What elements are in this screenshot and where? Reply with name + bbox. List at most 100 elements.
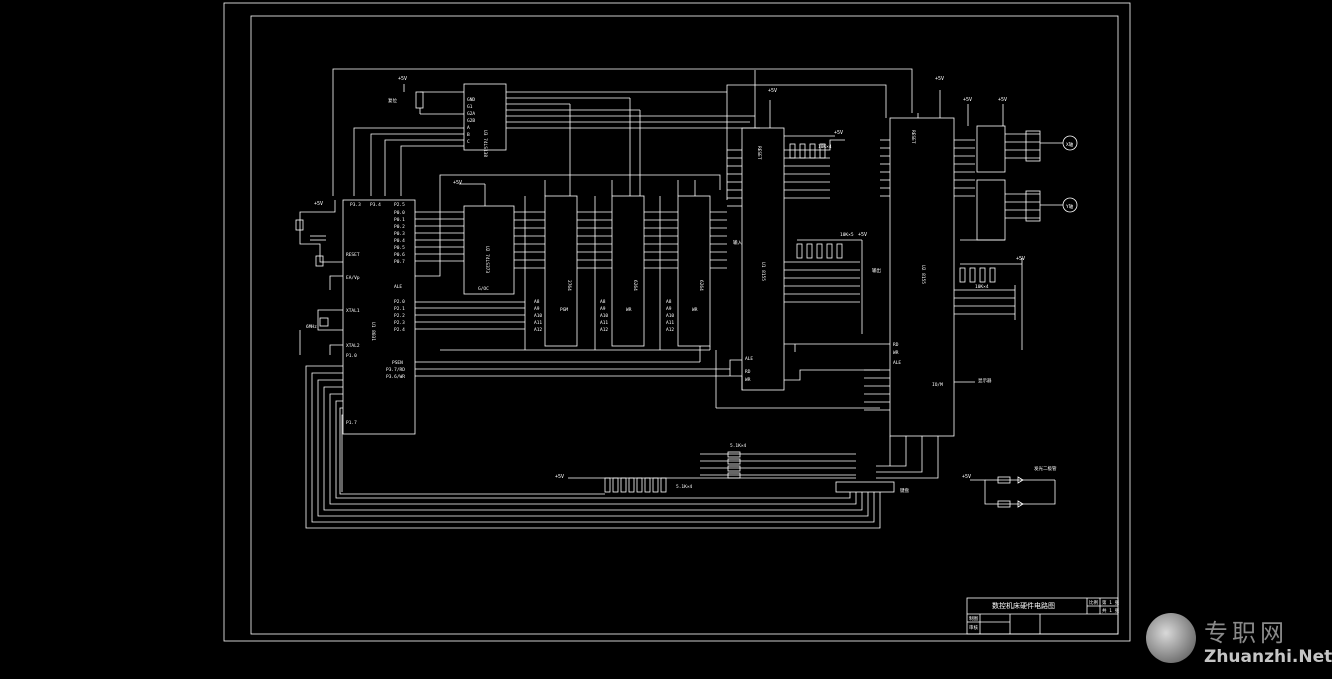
vcc-label-10: +5V [314, 201, 323, 207]
vcc-label-9: +5V [1016, 256, 1025, 262]
rom-2764 [544, 195, 578, 347]
cpu-pin-p05: P0.5 [394, 245, 405, 251]
mem2-pin-a10: A10 [600, 313, 608, 319]
mem1-pin-a10: A10 [534, 313, 542, 319]
mem1-pin-a8: A8 [534, 299, 540, 305]
pio2-pin-wr: WR [893, 350, 899, 356]
vcc-label-8: +5V [962, 474, 971, 480]
watermark-en: Zhuanzhi.Net [1204, 647, 1332, 667]
cpu-pin-wr: P3.6/WR [386, 374, 405, 380]
res-pack-label-4: 5.1K×4 [730, 443, 747, 449]
cpu-pin-psen: PSEN [392, 360, 403, 366]
cpu-pin-p20: P2.0 [394, 299, 405, 305]
input-label: 输入 [733, 239, 742, 246]
decoder-pin-g2b: G2B [467, 118, 475, 124]
mem1-pin-a12: A12 [534, 327, 542, 333]
vcc-label-3: +5V [935, 76, 944, 82]
title-block-scale: 比例 [1089, 599, 1098, 606]
output-label: 输出 [872, 267, 881, 274]
cpu-top-p34: P3.4 [370, 202, 381, 208]
motor-y-label: Y轴 [1066, 203, 1074, 210]
latch-chip [463, 205, 515, 295]
mem3-pin-a11: A11 [666, 320, 674, 326]
vcc-label-1: +5V [398, 76, 407, 82]
mem1-pin-a9: A9 [534, 306, 540, 312]
cpu-pin-p23: P2.3 [394, 320, 405, 326]
res-pack-label-2: 10K×4 [818, 144, 832, 150]
driver-x [976, 125, 1006, 173]
mem3-name: 6264 [698, 280, 704, 291]
display-label: 显示器 [978, 378, 992, 384]
pio2-pin-rd: RD [893, 342, 899, 348]
mem2-pin-a12: A12 [600, 327, 608, 333]
mem2-pin-a9: A9 [600, 306, 606, 312]
inner-border [250, 15, 1119, 635]
pio2-pin-reset: RESET [910, 130, 916, 144]
res-pack-label-1: 10K×5 [840, 232, 854, 238]
res-pack-label-3: 10K×4 [975, 284, 989, 290]
vcc-label-11: +5V [834, 130, 843, 136]
driver-y [976, 179, 1006, 241]
cpu-pin-p02: P0.2 [394, 224, 405, 230]
mem3-pin-wr: WR [692, 307, 698, 313]
cpu-pin-p22: P2.2 [394, 313, 405, 319]
pio1-name: U1 8155 [760, 262, 766, 281]
res-pack-label-5: 5.1K×4 [676, 484, 693, 490]
watermark: 专职网 Zhuanzhi.Net [1146, 607, 1332, 673]
cpu-name: U1 8031 [370, 322, 376, 341]
title-block-drawn: 制图 [969, 615, 978, 622]
decoder-pin-b: B [467, 132, 470, 138]
cpu-chip [342, 199, 416, 435]
cpu-top-p25: P2.5 [394, 202, 405, 208]
pio1-pin-wr: WR [745, 377, 751, 383]
vcc-label-6: +5V [453, 180, 462, 186]
mem3-pin-a8: A8 [666, 299, 672, 305]
mem3-pin-a9: A9 [666, 306, 672, 312]
title-block-count: 共 1 张 [1102, 607, 1120, 614]
pio1-pin-ale: ALE [745, 356, 753, 362]
mem2-pin-wr: WR [626, 307, 632, 313]
decoder-pin-g2a: G2A [467, 111, 475, 117]
cpu-pin-xtal2: XTAL2 [346, 343, 360, 349]
cpu-pin-p17: P1.7 [346, 420, 357, 426]
cpu-pin-p06: P0.6 [394, 252, 405, 258]
watermark-cn: 专职网 [1204, 619, 1288, 647]
keyboard-label: 键盘 [900, 487, 909, 494]
cpu-pin-reset: RESET [346, 252, 360, 258]
title-block-check: 审核 [969, 624, 978, 631]
title-block-sheet: 第 1 张 [1102, 599, 1120, 606]
pio2-name: U2 8155 [920, 265, 926, 284]
cpu-pin-p04: P0.4 [394, 238, 405, 244]
vcc-label-5: +5V [998, 97, 1007, 103]
decoder-pin-a: A [467, 125, 470, 131]
keypad-connector [835, 481, 895, 493]
title-block [966, 597, 1119, 635]
decoder-pin-c: C [467, 139, 470, 145]
cpu-pin-rd: P3.7/RD [386, 367, 405, 373]
latch-label: G/OC [478, 286, 489, 292]
outer-border [223, 2, 1131, 642]
crystal-label: 6MHz [306, 324, 317, 330]
pio2-pin-iom: IO/M [932, 382, 943, 388]
decoder-pin-g1: G1 [467, 104, 473, 110]
pio1-pin-rd: RD [745, 369, 751, 375]
cpu-pin-p03: P0.3 [394, 231, 405, 237]
cpu-pin-xtal1: XTAL1 [346, 308, 360, 314]
cpu-top-p33: P3.3 [350, 202, 361, 208]
ram-6264-a [611, 195, 645, 347]
pio-8155-a [741, 127, 785, 391]
latch-name: U2 74LS373 [484, 246, 490, 273]
schematic-labels: +5V +5V +5V +5V +5V +5V +5V +5V +5V +5V … [306, 76, 1120, 631]
cpu-pin-p07: P0.7 [394, 259, 405, 265]
decoder-chip [463, 83, 507, 151]
pio2-pin-ale: ALE [893, 360, 901, 366]
mem1-name: 2764 [566, 280, 572, 291]
mem2-pin-a8: A8 [600, 299, 606, 305]
cpu-pin-p01: P0.1 [394, 217, 405, 223]
mem2-pin-a11: A11 [600, 320, 608, 326]
mem3-pin-a10: A10 [666, 313, 674, 319]
cpu-pin-ale: ALE [394, 284, 402, 290]
ram-6264-b [677, 195, 711, 347]
vcc-label-7: +5V [555, 474, 564, 480]
